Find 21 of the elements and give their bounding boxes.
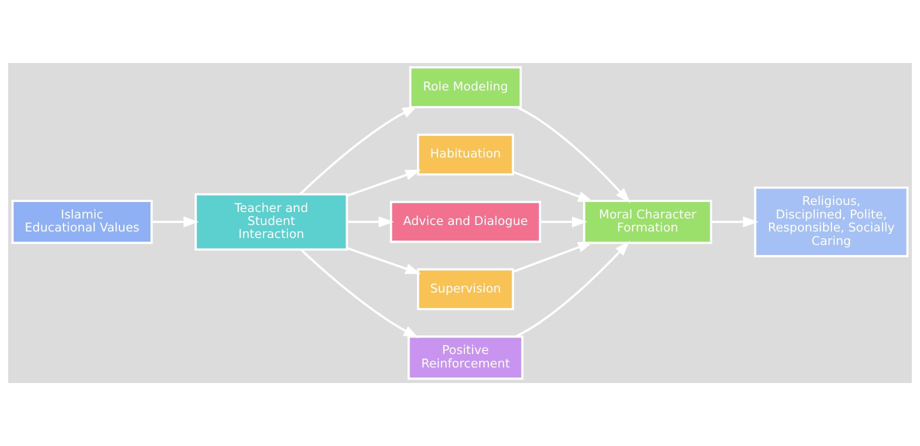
- arrow: [540, 216, 588, 228]
- arrow: [346, 247, 421, 274]
- arrow: [515, 240, 630, 338]
- arrow: [346, 170, 421, 197]
- arrow: [516, 106, 630, 204]
- node-box: Role Modeling: [409, 66, 522, 108]
- arrow: [513, 242, 594, 273]
- arrow: [300, 248, 420, 338]
- arrow: [152, 216, 199, 228]
- node-box: Moral Character Formation: [583, 200, 712, 244]
- node-box: Islamic Educational Values: [11, 200, 153, 244]
- node-box: Teacher and Student Interaction: [194, 193, 348, 251]
- node-box: Positive Reinforcement: [408, 336, 524, 380]
- arrow: [347, 216, 394, 228]
- node-box: Habituation: [416, 134, 514, 176]
- node-box: Religious, Disciplined, Polite, Responsible, Socially Caring: [754, 186, 909, 258]
- arrow: [711, 216, 758, 228]
- arrow: [513, 171, 594, 202]
- node-box: Supervision: [416, 268, 514, 310]
- arrow: [300, 106, 418, 195]
- node-box: Advice and Dialogue: [390, 200, 542, 243]
